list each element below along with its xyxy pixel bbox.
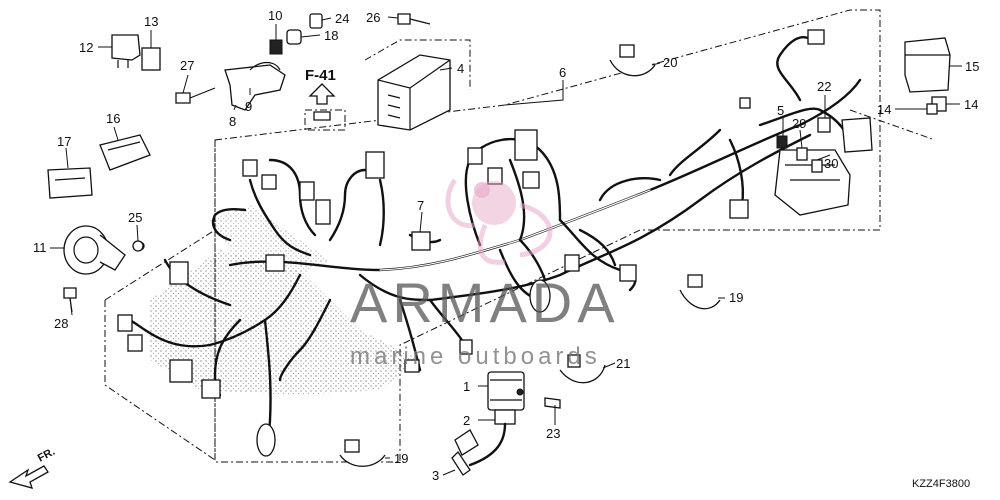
callout-13: 13 — [144, 14, 158, 29]
cover-17 — [47, 167, 93, 199]
callout-2: 2 — [463, 413, 470, 428]
callout-3: 3 — [432, 468, 439, 483]
callout-30: 30 — [824, 156, 838, 171]
watermark-logo — [445, 178, 553, 265]
callout-27: 27 — [180, 58, 194, 73]
watermark-brand: ARMADA — [350, 271, 620, 334]
callout-5: 5 — [777, 103, 784, 118]
callout-22: 22 — [817, 79, 831, 94]
reference-arrow — [308, 83, 336, 121]
callout-17: 17 — [57, 134, 71, 149]
band-19-bottom — [339, 439, 386, 467]
band-20 — [609, 44, 656, 77]
fuse-box — [774, 117, 873, 216]
watermark-tagline: marine outboards — [350, 343, 601, 370]
front-direction-arrow: FR. — [8, 446, 57, 489]
callout-28: 28 — [54, 316, 68, 331]
callout-24: 24 — [335, 11, 349, 26]
front-label: FR. — [36, 446, 57, 465]
callout-18: 18 — [324, 28, 338, 43]
reference-label: F-41 — [305, 67, 336, 84]
relay-15 — [904, 37, 951, 93]
relay-12 — [111, 34, 161, 71]
horn — [63, 225, 145, 275]
callout-6: 6 — [559, 65, 566, 80]
callout-16: 16 — [106, 111, 120, 126]
callout-7: 7 — [417, 198, 424, 213]
callout-4: 4 — [457, 61, 464, 76]
callout-12: 12 — [79, 40, 93, 55]
ignition-coil — [468, 371, 525, 467]
band-19-right — [679, 274, 721, 310]
callout-19-right: 19 — [729, 290, 743, 305]
callout-20: 20 — [663, 55, 677, 70]
leader-lines — [50, 16, 962, 476]
callout-25: 25 — [128, 210, 142, 225]
callout-8: 8 — [229, 114, 236, 129]
callout-10: 10 — [268, 8, 282, 23]
harness-connectors — [117, 29, 825, 457]
callout-26: 26 — [366, 10, 380, 25]
callout-23: 23 — [546, 426, 560, 441]
callout-15: 15 — [965, 59, 979, 74]
callout-14-right: 14 — [964, 97, 978, 112]
parts — [47, 13, 951, 476]
callout-11: 11 — [33, 240, 47, 255]
spark-plug-cap — [451, 429, 479, 476]
callout-19-bottom: 19 — [394, 451, 408, 466]
callout-21: 21 — [616, 356, 630, 371]
sensor-bracket — [224, 13, 323, 111]
callout-14-left: 14 — [877, 102, 891, 117]
cover-16 — [99, 134, 151, 171]
relay-14b — [926, 103, 938, 115]
callout-1: 1 — [463, 379, 470, 394]
connector-7 — [411, 231, 431, 251]
callout-29: 29 — [792, 116, 806, 131]
callout-labels: 1 2 3 4 5 6 7 8 9 10 11 12 13 14 14 15 1… — [33, 8, 979, 483]
diagram-code: KZZ4F3800 — [912, 478, 970, 490]
band-21 — [559, 354, 606, 384]
callout-9: 9 — [245, 99, 252, 114]
ecu-module — [377, 54, 451, 131]
